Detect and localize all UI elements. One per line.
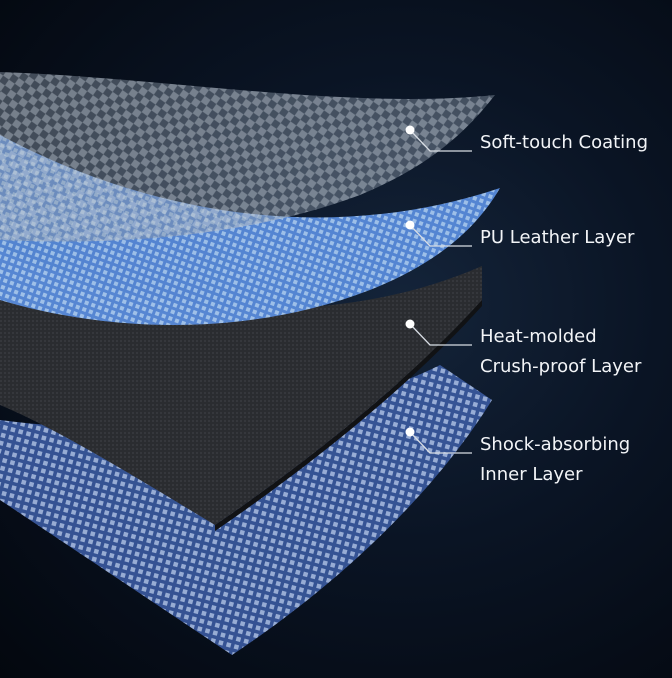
label-line: Heat-molded	[480, 326, 597, 347]
label-crush-proof-layer: Heat-molded Crush-proof Layer	[480, 322, 641, 382]
label-line: Inner Layer	[480, 464, 583, 485]
marker-dot	[405, 319, 415, 329]
label-line: PU Leather Layer	[480, 227, 635, 248]
leader-dots	[405, 125, 415, 437]
marker-dot	[405, 220, 415, 230]
marker-dot	[405, 125, 415, 135]
label-soft-touch-coating: Soft-touch Coating	[480, 128, 648, 158]
soft-touch-coating-layer	[0, 72, 495, 242]
marker-dot	[405, 427, 415, 437]
leader-lines	[409, 129, 472, 454]
label-inner-layer: Shock-absorbing Inner Layer	[480, 430, 630, 490]
pu-leather-layer	[0, 135, 500, 325]
label-line: Soft-touch Coating	[480, 132, 649, 153]
label-line: Crush-proof Layer	[480, 356, 642, 377]
label-line: Shock-absorbing	[480, 434, 631, 455]
label-pu-leather-layer: PU Leather Layer	[480, 223, 634, 253]
